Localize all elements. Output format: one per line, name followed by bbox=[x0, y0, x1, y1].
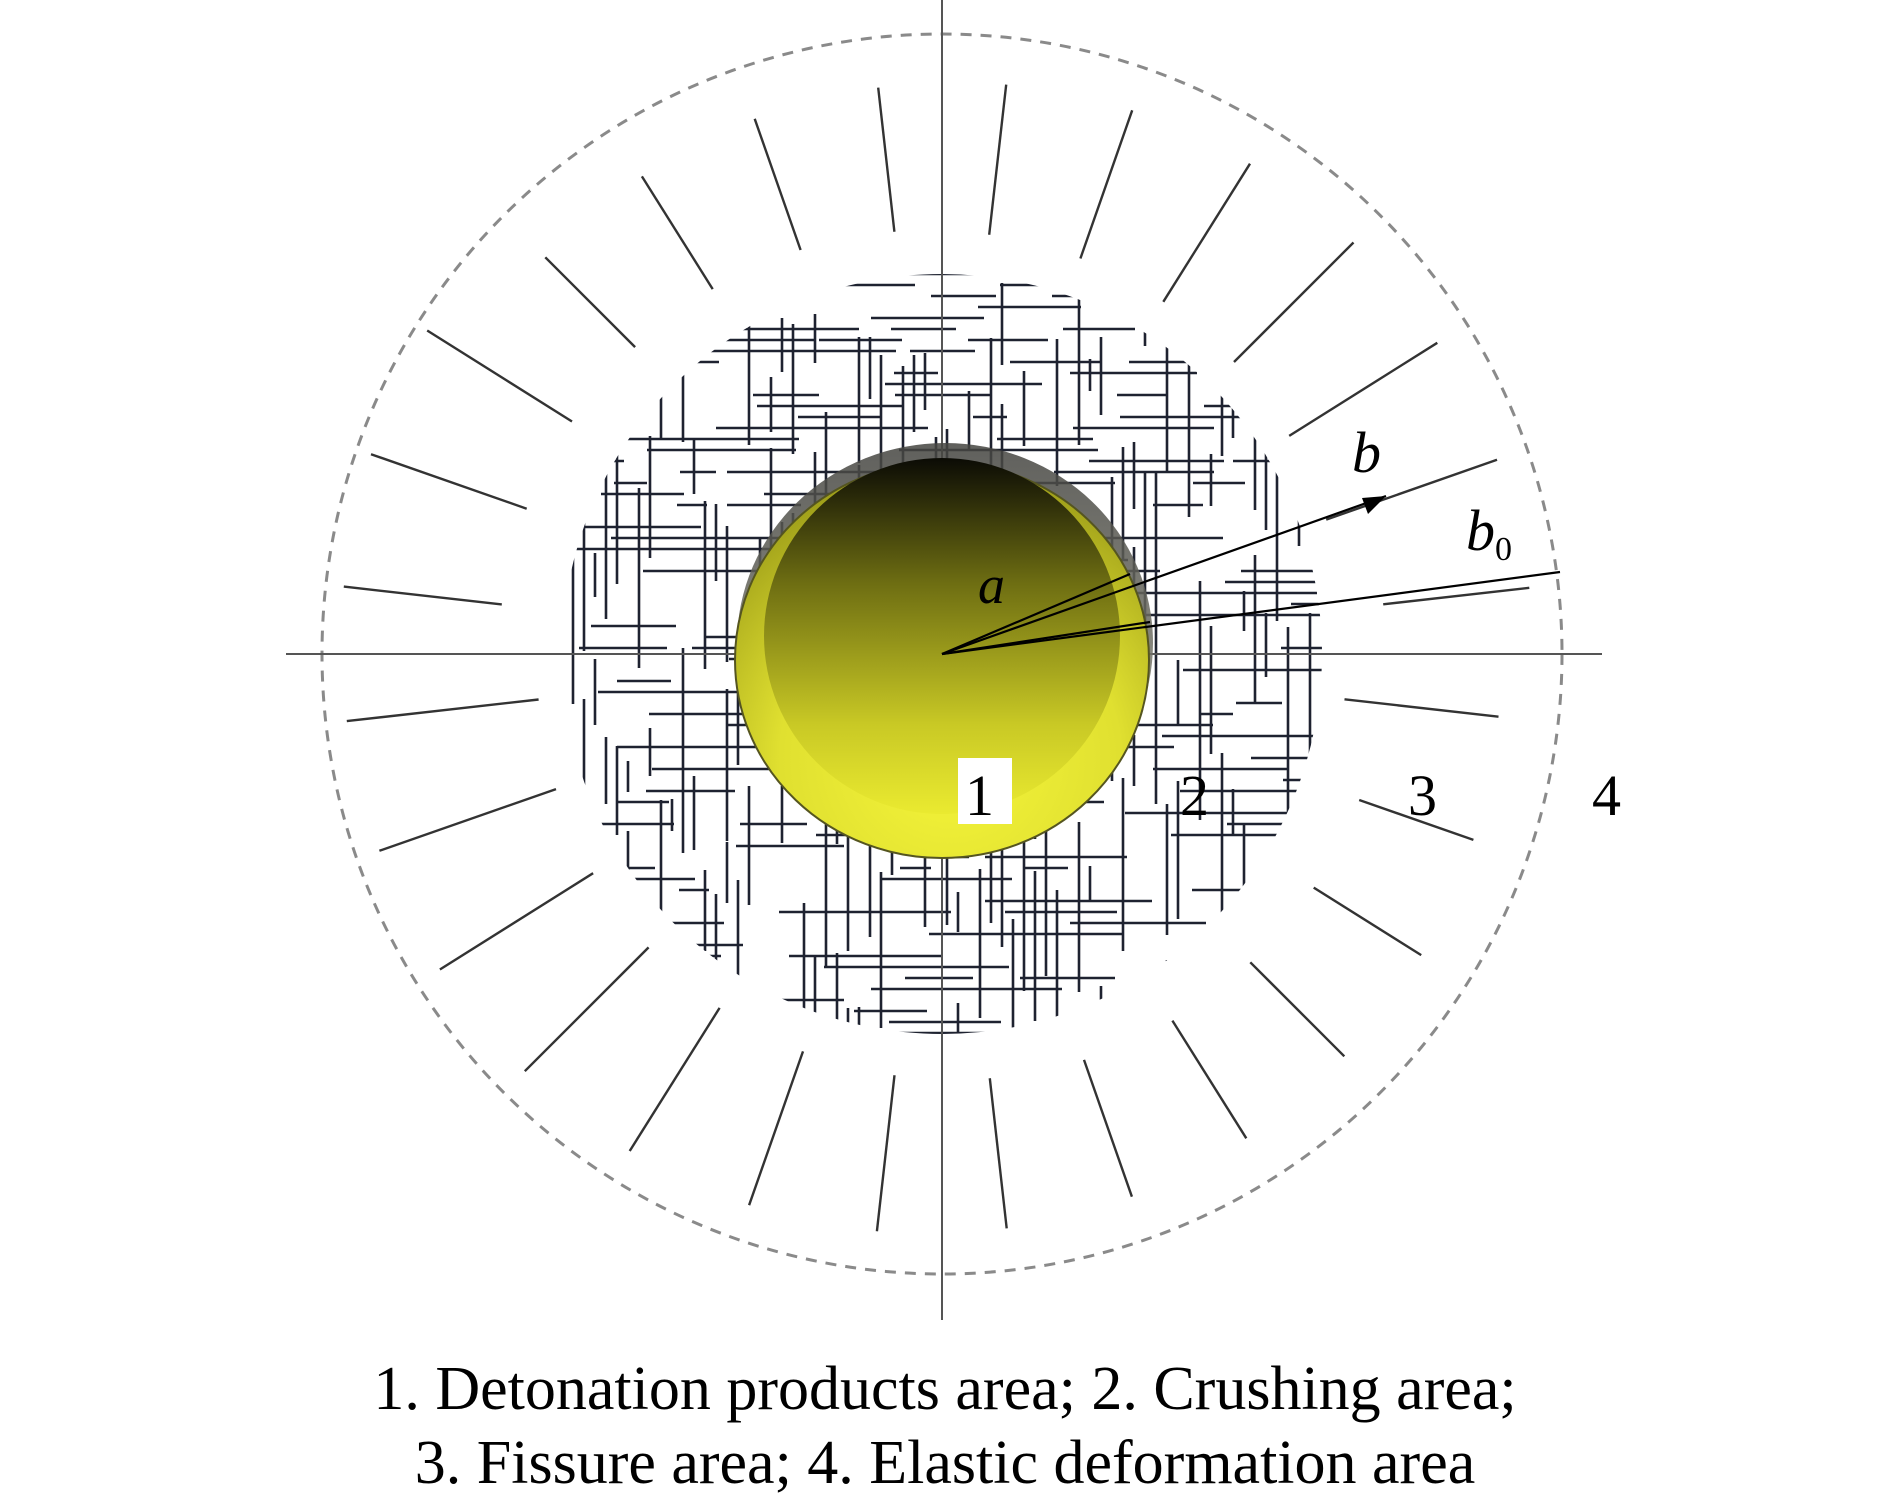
fissure-line bbox=[988, 1078, 1008, 1229]
fissure-line bbox=[523, 946, 650, 1073]
fissure-line bbox=[640, 175, 714, 290]
fissure-line bbox=[1082, 1059, 1134, 1198]
fissure-line bbox=[1171, 1019, 1248, 1139]
fissure-line bbox=[753, 118, 802, 251]
fissure-line bbox=[439, 872, 594, 971]
fissure-line bbox=[1325, 458, 1498, 521]
zone-3-label: 3 bbox=[1408, 763, 1437, 828]
fissure-line bbox=[370, 453, 528, 510]
fissure-line bbox=[343, 585, 502, 606]
zone-1-label-bg bbox=[958, 758, 1012, 824]
radius-b-arrowhead bbox=[1362, 496, 1386, 514]
fissure-line bbox=[1383, 586, 1530, 606]
detonation-products-zone bbox=[734, 443, 1153, 859]
fissure-line bbox=[346, 698, 539, 723]
fissure-line bbox=[747, 1051, 805, 1206]
caption-line-1: 1. Detonation products area; 2. Crushing… bbox=[373, 1355, 1517, 1423]
fissure-line bbox=[1079, 109, 1134, 259]
fissure-line bbox=[1249, 961, 1346, 1058]
fissure-line bbox=[988, 84, 1008, 235]
label-b: b bbox=[1352, 420, 1381, 485]
fissure-line bbox=[875, 1075, 896, 1232]
fissure-line bbox=[1162, 163, 1252, 303]
fissure-line bbox=[1233, 241, 1355, 363]
radius-b0-line bbox=[941, 570, 1561, 656]
label-b0: b0 bbox=[1466, 498, 1512, 568]
label-a: a bbox=[978, 555, 1005, 615]
label-b0-subscript: 0 bbox=[1495, 531, 1512, 568]
fissure-line bbox=[544, 256, 636, 348]
fissure-lines bbox=[343, 84, 1530, 1232]
radius-a-line bbox=[941, 572, 1131, 656]
zone-2-label: 2 bbox=[1180, 763, 1209, 828]
fissure-line bbox=[1344, 698, 1499, 718]
fissure-line bbox=[379, 787, 557, 852]
fissure-line bbox=[426, 329, 573, 423]
caption-line-2: 3. Fissure area; 4. Elastic deformation … bbox=[414, 1429, 1476, 1497]
fissure-line bbox=[628, 1007, 721, 1152]
zone-4-label: 4 bbox=[1592, 763, 1621, 828]
fissure-line bbox=[1313, 886, 1422, 957]
zone-1-label: 1 bbox=[965, 763, 994, 828]
radius-lines bbox=[941, 494, 1561, 656]
fissure-line bbox=[1288, 341, 1438, 437]
fissure-line bbox=[1358, 798, 1474, 842]
fissure-line bbox=[877, 87, 896, 232]
radius-b-line bbox=[941, 494, 1387, 656]
